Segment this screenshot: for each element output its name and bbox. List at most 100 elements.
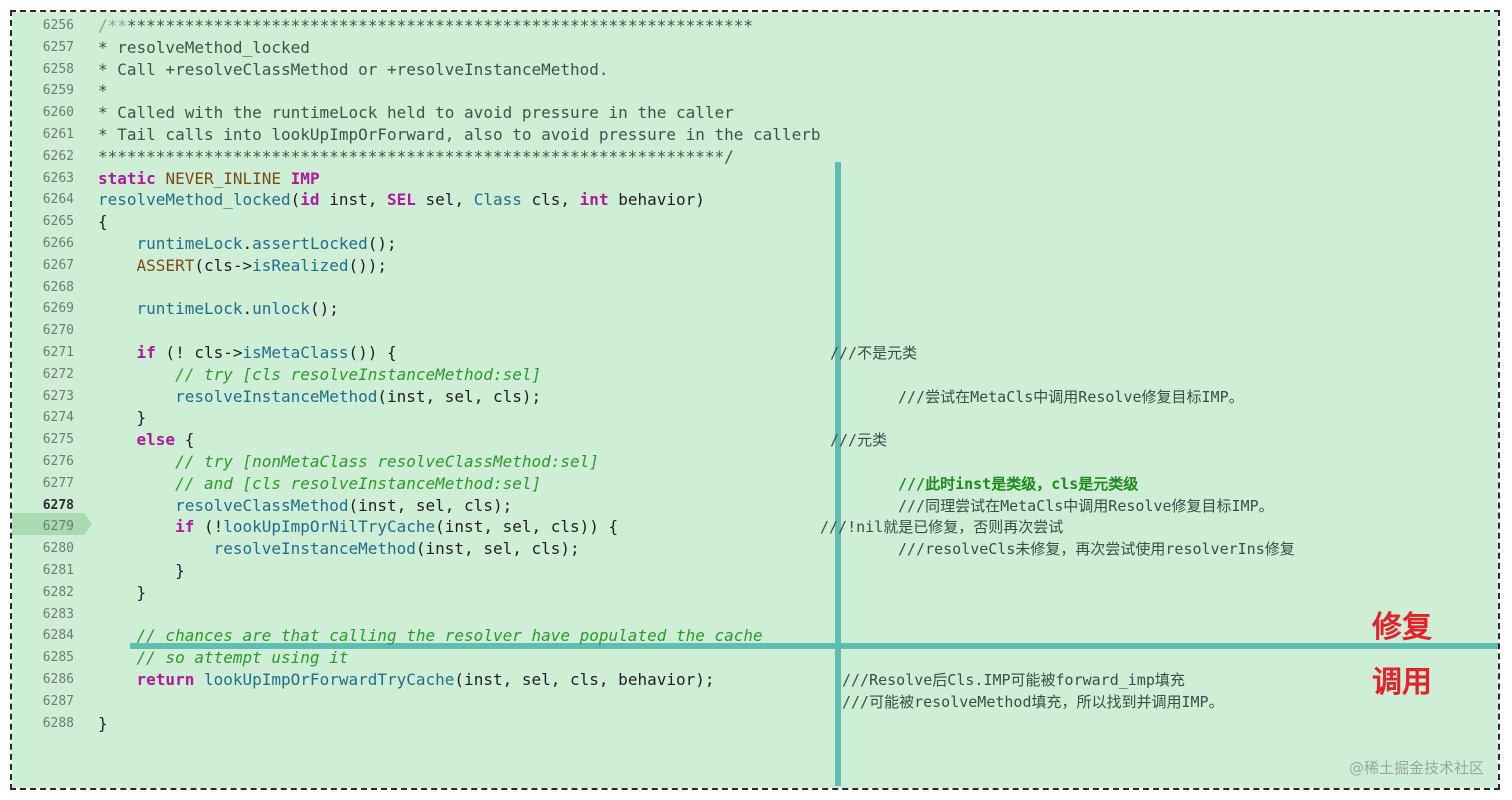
code-line[interactable]: 6265{ (12, 211, 1498, 233)
code-line[interactable]: 6268 (12, 277, 1498, 299)
code-token: isMetaClass (242, 343, 349, 362)
annotation-repair-label: 修复 (1372, 610, 1432, 645)
code-text: * (98, 80, 108, 102)
code-line[interactable]: 6275 else {///元类 (12, 429, 1498, 451)
code-line[interactable]: 6269 runtimeLock.unlock(); (12, 298, 1498, 320)
code-token: * (98, 81, 108, 101)
code-token: behavior) (608, 190, 705, 210)
code-token: cls, (521, 190, 580, 210)
code-line[interactable]: 6270 (12, 320, 1498, 342)
code-token: NEVER_INLINE (165, 168, 282, 188)
code-token: assertLocked (252, 234, 368, 253)
code-text: else { (98, 429, 195, 451)
code-line[interactable]: 6262************************************… (12, 146, 1498, 168)
code-token: // so attempt using it (136, 648, 349, 668)
line-number: 6286 (42, 672, 74, 687)
code-line[interactable]: 6277 // and [cls resolveInstanceMethod:s… (12, 473, 1498, 495)
line-number: 6266 (42, 236, 74, 251)
code-token: Class (473, 190, 522, 210)
code-line[interactable]: 6279 if (!lookUpImpOrNilTryCache(inst, s… (12, 516, 1498, 538)
code-line[interactable]: 6260 * Called with the runtimeLock held t… (12, 102, 1498, 124)
code-line[interactable]: 6257* resolveMethod_locked (12, 37, 1498, 59)
annotation-comment: ///不是元类 (830, 344, 918, 362)
code-editor[interactable]: 修复 调用 @稀土掘金技术社区 6256/*******************… (12, 12, 1498, 788)
code-token (98, 496, 175, 515)
line-number: 6288 (42, 715, 74, 731)
code-token: ( (290, 190, 301, 210)
code-token: . (242, 299, 253, 319)
code-token: sel, (415, 190, 474, 210)
code-line[interactable]: 6285 // so attempt using it (12, 647, 1498, 669)
code-token (98, 256, 137, 275)
code-text: ASSERT(cls->isRealized()); (98, 255, 387, 277)
code-line[interactable]: 6278 resolveClassMethod(inst, sel, cls);… (12, 495, 1498, 517)
code-token: static (98, 168, 156, 188)
code-text: * Called with the runtimeLock held to av… (98, 102, 734, 124)
current-line-marker (12, 513, 92, 535)
code-line[interactable]: 6286 return lookUpImpOrForwardTryCache(i… (12, 669, 1498, 691)
code-line[interactable]: 6271 if (! cls->isMetaClass()) {///不是元类 (12, 342, 1498, 364)
code-token: if (136, 343, 156, 362)
code-token (98, 365, 175, 384)
line-number: 6259 (42, 83, 74, 99)
code-token (98, 626, 137, 645)
code-token: ()) { (348, 343, 397, 362)
annotation-comment: ///同理尝试在MetaCls中调用Resolve修复目标IMP。 (898, 496, 1274, 515)
code-line[interactable]: 6267 ASSERT(cls->isRealized()); (12, 255, 1498, 277)
code-line[interactable]: 6274 } (12, 407, 1498, 429)
code-token (281, 169, 291, 188)
annotation-comment: ///resolveCls未修复，再次尝试使用resolverIns修复 (898, 540, 1295, 559)
code-text: * Tail calls into lookUpImpOrForward, al… (98, 124, 820, 146)
code-line[interactable]: 6272 // try [cls resolveInstanceMethod:s… (12, 364, 1498, 386)
code-token (98, 299, 137, 318)
code-line[interactable]: 6284 // chances are that calling the res… (12, 625, 1498, 647)
code-line[interactable]: 6258* Call +resolveClassMethod or +resol… (12, 59, 1498, 81)
code-line[interactable]: 6281 } (12, 560, 1498, 582)
code-text: // try [cls resolveInstanceMethod:sel] (98, 364, 541, 386)
code-token: resolveInstanceMethod (175, 386, 378, 406)
code-text: runtimeLock.assertLocked(); (98, 233, 397, 255)
code-token: ASSERT (136, 255, 195, 275)
code-line[interactable]: 6280 resolveInstanceMethod(inst, sel, cl… (12, 538, 1498, 560)
code-line[interactable]: 6259 * (12, 80, 1498, 102)
code-token (98, 670, 137, 689)
code-line[interactable]: 6273 resolveInstanceMethod(inst, sel, cl… (12, 386, 1498, 408)
code-token (156, 169, 166, 188)
code-token: . (242, 234, 253, 253)
line-number: 6271 (42, 345, 74, 360)
line-number: 6275 (42, 432, 74, 448)
code-token: (inst, sel, cls); (377, 386, 542, 406)
code-token (98, 517, 175, 536)
code-token: (cls-> (194, 255, 253, 275)
code-line[interactable]: 6261* Tail calls into lookUpImpOrForward… (12, 124, 1498, 146)
line-number: 6273 (42, 388, 74, 404)
code-token: else (136, 430, 176, 450)
annotation-comment: ///Resolve后Cls.IMP可能被forward_imp填充 (842, 671, 1185, 689)
code-token (98, 474, 175, 493)
code-token: (inst, sel, cls); (348, 495, 513, 515)
code-token: { (175, 430, 195, 450)
code-line[interactable]: 6288} (12, 713, 1498, 735)
annotation-call-label: 调用 (1372, 665, 1432, 700)
code-token (98, 430, 137, 449)
code-line[interactable]: 6283 (12, 604, 1498, 626)
line-number: 6260 (42, 105, 74, 121)
code-line[interactable]: 6282 } (12, 582, 1498, 604)
code-line[interactable]: 6287///可能被resolveMethod填充，所以找到并调用IMP。 (12, 691, 1498, 713)
code-line[interactable]: 6256/***********************************… (12, 15, 1498, 37)
code-line[interactable]: 6266 runtimeLock.assertLocked(); (12, 233, 1498, 255)
line-number: 6277 (42, 475, 74, 491)
watermark: @稀土掘金技术社区 (1348, 759, 1484, 777)
code-token: inst, (319, 190, 387, 210)
code-token: ****************************************… (98, 146, 734, 166)
code-token: (! (194, 517, 224, 537)
code-token: if (175, 517, 195, 537)
code-token (98, 452, 175, 471)
code-line[interactable]: 6276 // try [nonMetaClass resolveClassMe… (12, 451, 1498, 473)
line-number: 6268 (42, 279, 74, 295)
code-text: // try [nonMetaClass resolveClassMethod:… (98, 451, 599, 473)
code-token: return (136, 670, 195, 689)
code-token: runtimeLock (136, 299, 243, 319)
